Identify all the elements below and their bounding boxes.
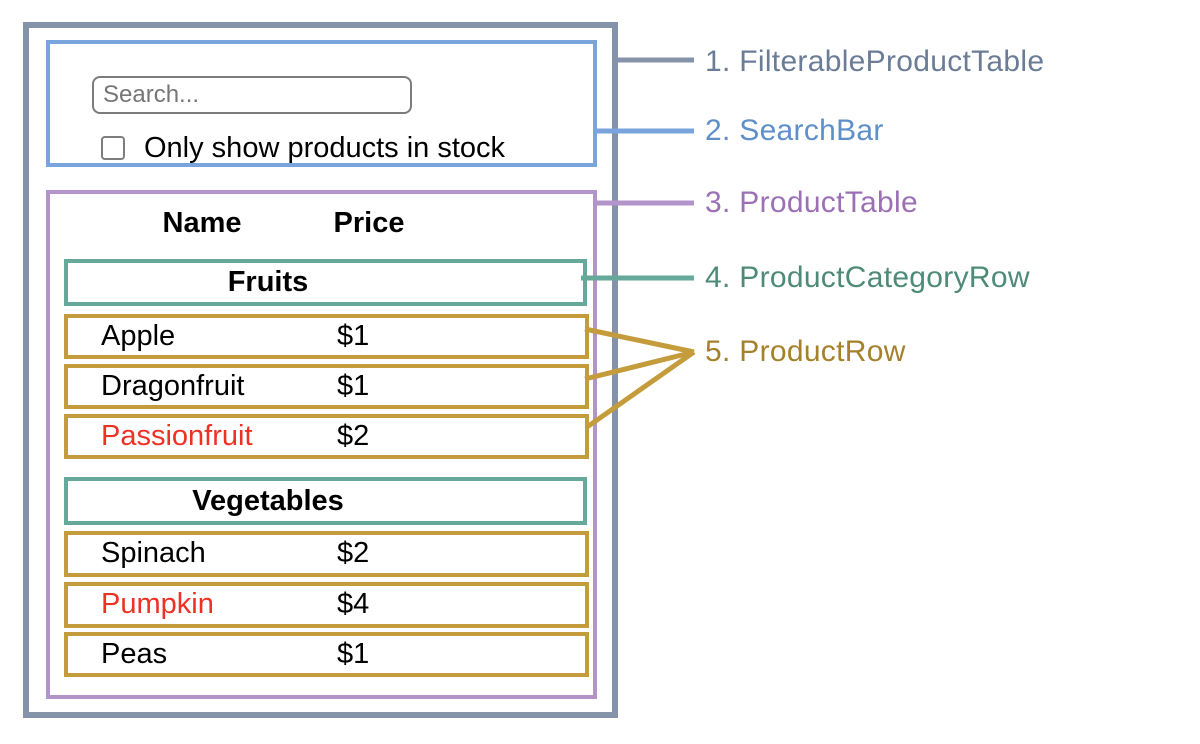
product-price: $2 (337, 537, 370, 569)
product-row-apple: Apple $1 (64, 314, 589, 359)
product-name: Passionfruit (101, 420, 253, 452)
category-row-fruits: Fruits (64, 259, 587, 306)
product-name: Apple (101, 320, 176, 352)
category-label: Vegetables (192, 485, 344, 517)
category-label: Fruits (227, 266, 309, 298)
product-price: $1 (337, 320, 370, 352)
legend-filterable-product-table: 1. FilterableProductTable (705, 45, 1045, 78)
product-name: Pumpkin (101, 588, 214, 620)
search-input[interactable] (92, 76, 412, 114)
product-table-box: Name Price Fruits Apple $1 Dragonfruit $… (46, 190, 597, 699)
product-row-pumpkin: Pumpkin $4 (64, 582, 589, 628)
product-price: $1 (337, 638, 370, 670)
in-stock-checkbox-label: Only show products in stock (144, 132, 506, 164)
product-row-spinach: Spinach $2 (64, 531, 589, 577)
product-row-peas: Peas $1 (64, 632, 589, 677)
product-price: $4 (337, 588, 370, 620)
legend-product-category-row: 4. ProductCategoryRow (705, 261, 1030, 294)
legend-product-table: 3. ProductTable (705, 186, 918, 219)
product-name: Spinach (101, 537, 206, 569)
product-price: $1 (337, 370, 370, 402)
column-header-name: Name (162, 207, 242, 239)
product-price: $2 (337, 420, 370, 452)
column-header-price: Price (333, 207, 405, 239)
product-row-passionfruit: Passionfruit $2 (64, 414, 589, 459)
legend-search-bar: 2. SearchBar (705, 114, 884, 147)
product-row-dragonfruit: Dragonfruit $1 (64, 364, 589, 409)
product-name: Peas (101, 638, 168, 670)
in-stock-checkbox[interactable] (101, 136, 125, 160)
product-name: Dragonfruit (101, 370, 245, 402)
search-bar-box: Only show products in stock (46, 40, 597, 167)
legend-product-row: 5. ProductRow (705, 335, 906, 368)
category-row-vegetables: Vegetables (64, 477, 587, 525)
